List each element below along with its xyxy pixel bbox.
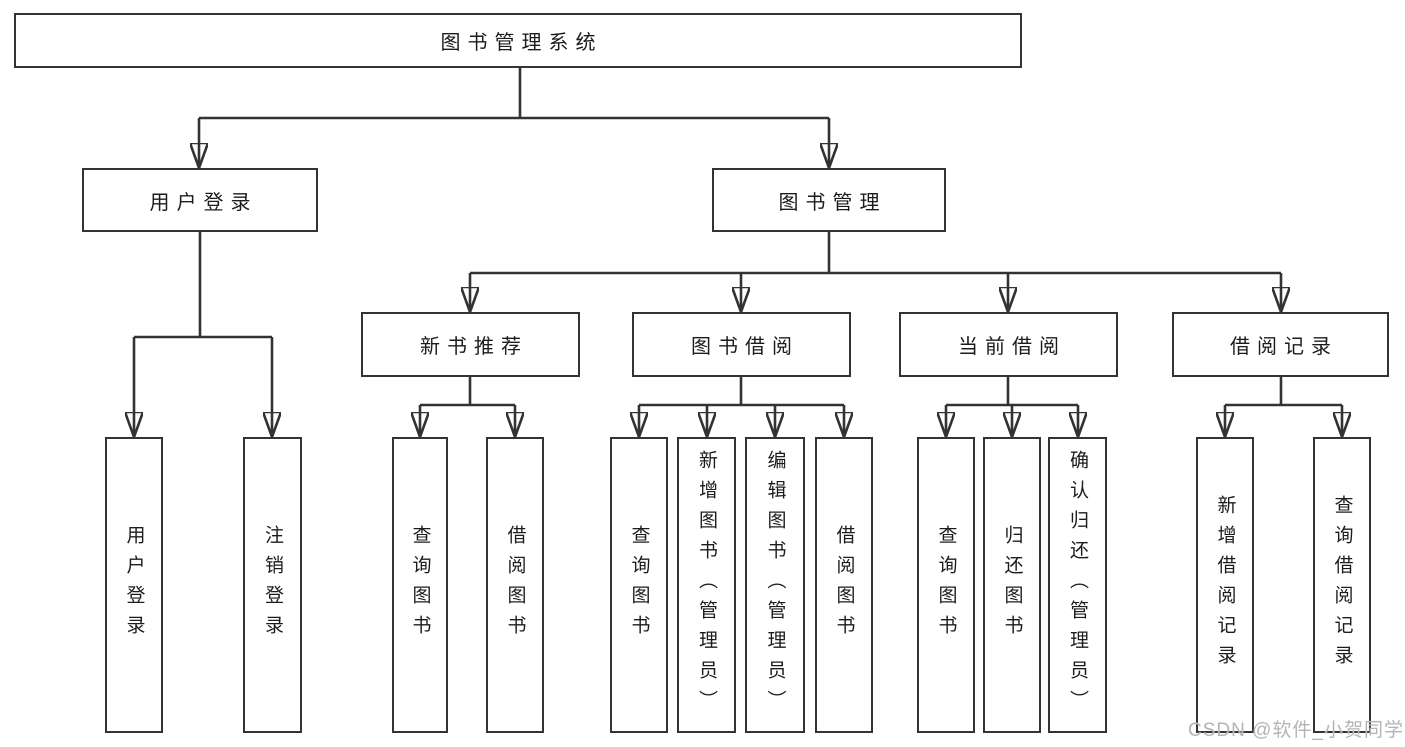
node-leaf-add-book-admin: 新增图书（管理员） bbox=[677, 437, 736, 733]
node-root: 图书管理系统 bbox=[14, 13, 1022, 68]
node-book-borrow: 图书借阅 bbox=[632, 312, 851, 377]
node-user-login: 用户登录 bbox=[82, 168, 318, 232]
connector-current-borrow-to-leaves bbox=[946, 377, 1078, 437]
node-leaf-edit-book-admin: 编辑图书（管理员） bbox=[745, 437, 805, 733]
connector-borrow-records-to-leaves bbox=[1225, 377, 1342, 437]
node-leaf-query-books-2: 查询图书 bbox=[610, 437, 668, 733]
connector-book-mgmt-to-level3 bbox=[470, 232, 1281, 312]
connector-user-login-to-leaves bbox=[134, 232, 272, 437]
connector-book-borrow-to-leaves bbox=[639, 377, 844, 437]
node-leaf-borrow-books-1: 借阅图书 bbox=[486, 437, 544, 733]
node-leaf-borrow-books-2: 借阅图书 bbox=[815, 437, 873, 733]
node-current-borrow: 当前借阅 bbox=[899, 312, 1118, 377]
node-book-mgmt: 图书管理 bbox=[712, 168, 946, 232]
node-leaf-query-borrow-record: 查询借阅记录 bbox=[1313, 437, 1371, 733]
node-leaf-query-books-3: 查询图书 bbox=[917, 437, 975, 733]
node-leaf-logout: 注销登录 bbox=[243, 437, 302, 733]
node-new-book-recommend: 新书推荐 bbox=[361, 312, 580, 377]
node-leaf-add-borrow-record: 新增借阅记录 bbox=[1196, 437, 1254, 733]
connector-new-book-rec-to-leaves bbox=[420, 377, 515, 437]
connector-root-to-level2 bbox=[199, 68, 829, 168]
watermark: CSDN @软件_小贺同学 bbox=[1188, 720, 1404, 741]
node-leaf-query-books-1: 查询图书 bbox=[392, 437, 448, 733]
node-leaf-confirm-return-admin: 确认归还（管理员） bbox=[1048, 437, 1107, 733]
node-leaf-user-login: 用户登录 bbox=[105, 437, 163, 733]
node-leaf-return-books: 归还图书 bbox=[983, 437, 1041, 733]
node-borrow-records: 借阅记录 bbox=[1172, 312, 1389, 377]
